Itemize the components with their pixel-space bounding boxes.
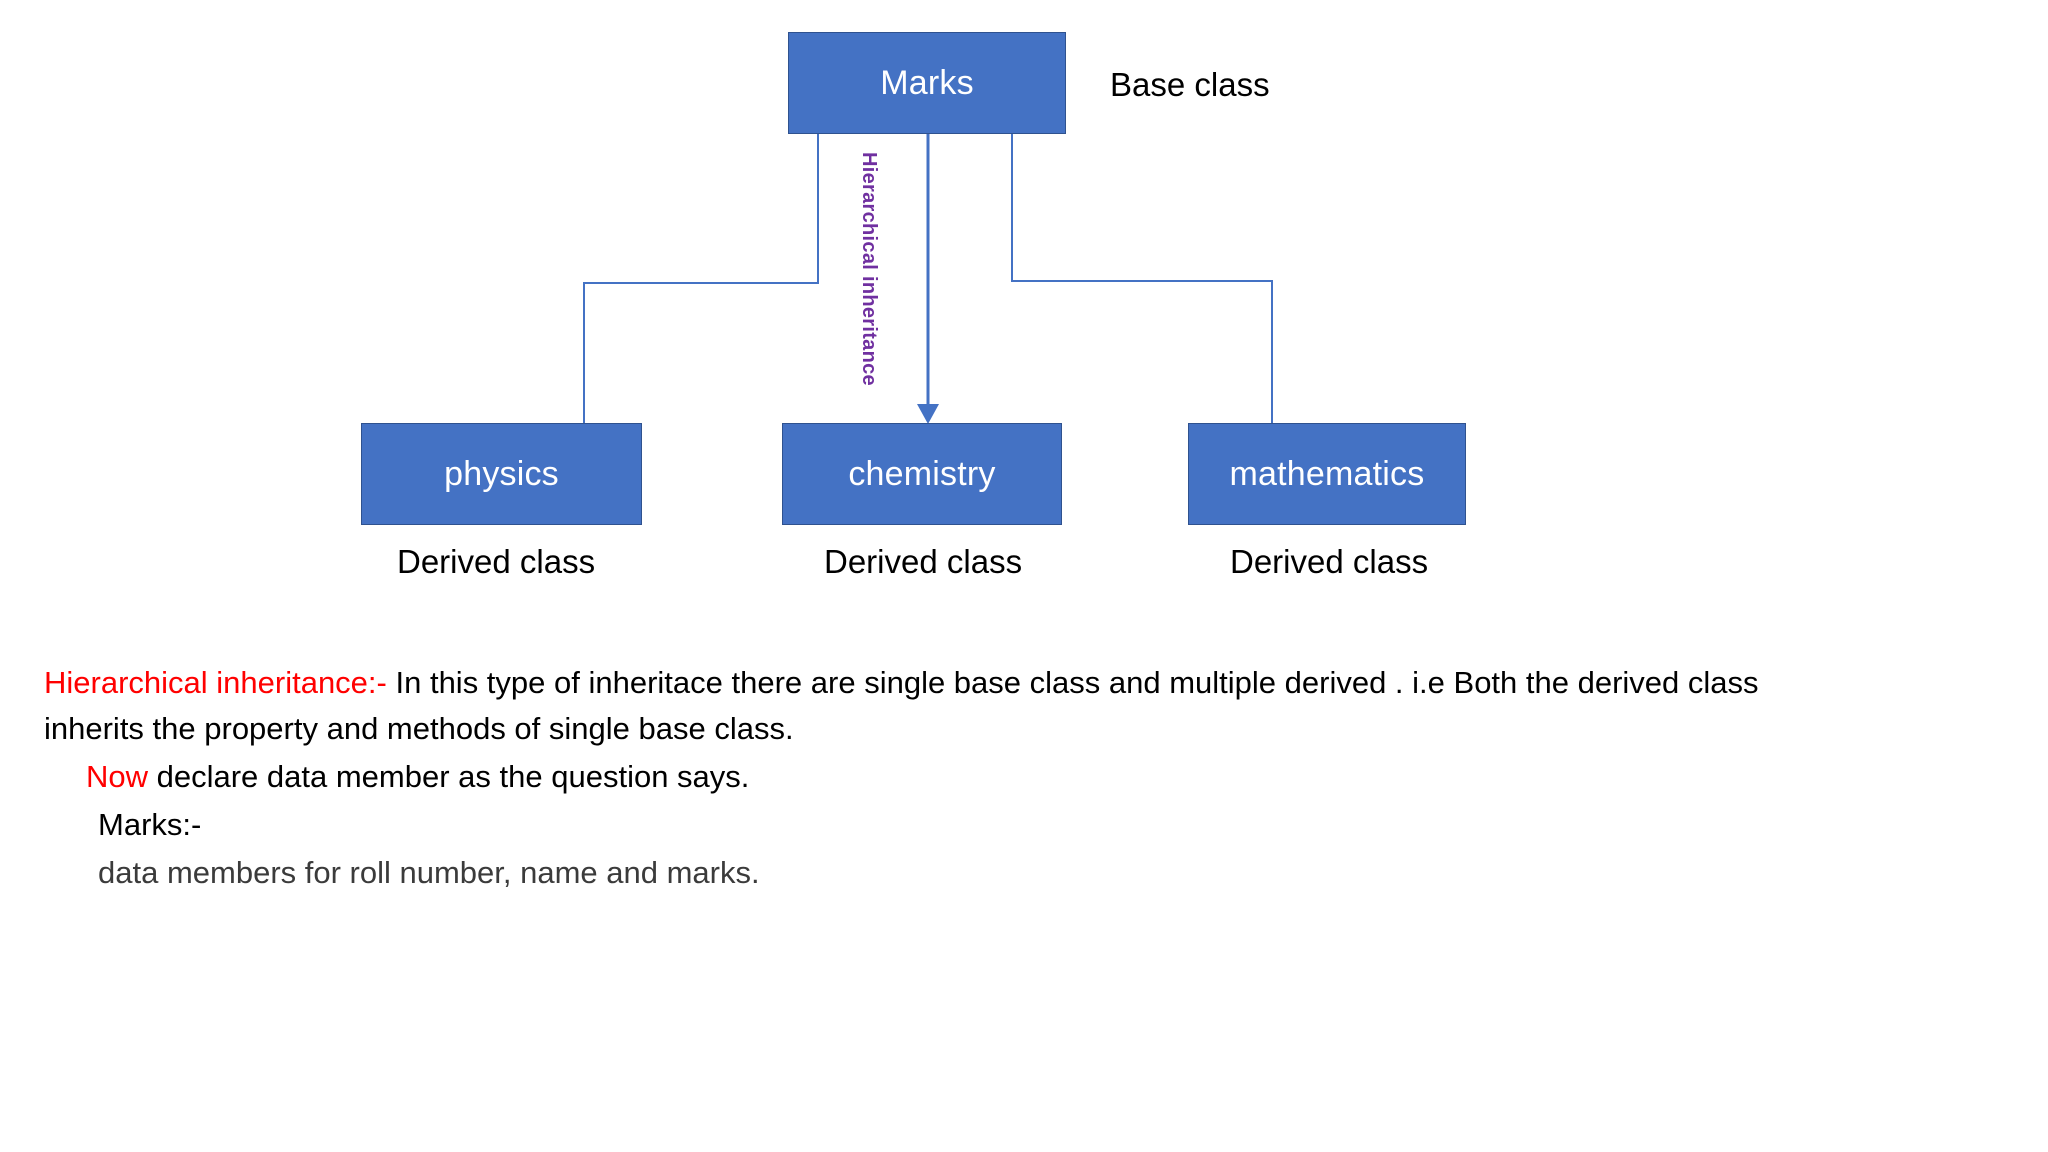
label-hierarchical-inheritance-arrow: Hierarchical inheritance bbox=[858, 152, 880, 386]
label-derived-class-physics: Derived class bbox=[397, 543, 596, 580]
paragraph-now: Now declare data member as the question … bbox=[0, 754, 2048, 800]
node-derived-class-chemistry[interactable]: chemistry bbox=[782, 423, 1062, 525]
paragraph-data-members: data members for roll number, name and m… bbox=[98, 855, 760, 890]
node-label: mathematics bbox=[1229, 454, 1425, 493]
explanation-text-block: Hierarchical inheritance:- In this type … bbox=[0, 660, 2048, 896]
arrowhead-icon bbox=[917, 404, 939, 424]
node-label: chemistry bbox=[848, 454, 996, 493]
paragraph-definition-heading: Hierarchical inheritance:- bbox=[44, 665, 387, 700]
connector-mathematics bbox=[1011, 133, 1273, 423]
node-label: physics bbox=[444, 454, 559, 493]
paragraph-definition-body: In this type of inheritace there are sin… bbox=[44, 665, 1768, 746]
node-derived-class-mathematics[interactable]: mathematics bbox=[1188, 423, 1466, 525]
node-label: Marks bbox=[880, 63, 974, 102]
paragraph-now-body: declare data member as the question says… bbox=[148, 759, 750, 794]
inheritance-diagram: Marks Base class Hierarchical inheritanc… bbox=[361, 32, 1466, 580]
label-base-class: Base class bbox=[1110, 66, 1270, 103]
paragraph-now-heading: Now bbox=[86, 759, 149, 794]
node-base-class-marks[interactable]: Marks bbox=[788, 32, 1066, 134]
label-derived-class-mathematics: Derived class bbox=[1230, 543, 1429, 580]
connector-physics bbox=[583, 133, 819, 423]
node-derived-class-physics[interactable]: physics bbox=[361, 423, 642, 525]
paragraph-marks-heading: Marks:- bbox=[98, 807, 202, 842]
label-derived-class-chemistry: Derived class bbox=[824, 543, 1023, 580]
paragraph-definition: Hierarchical inheritance:- In this type … bbox=[0, 660, 2048, 752]
